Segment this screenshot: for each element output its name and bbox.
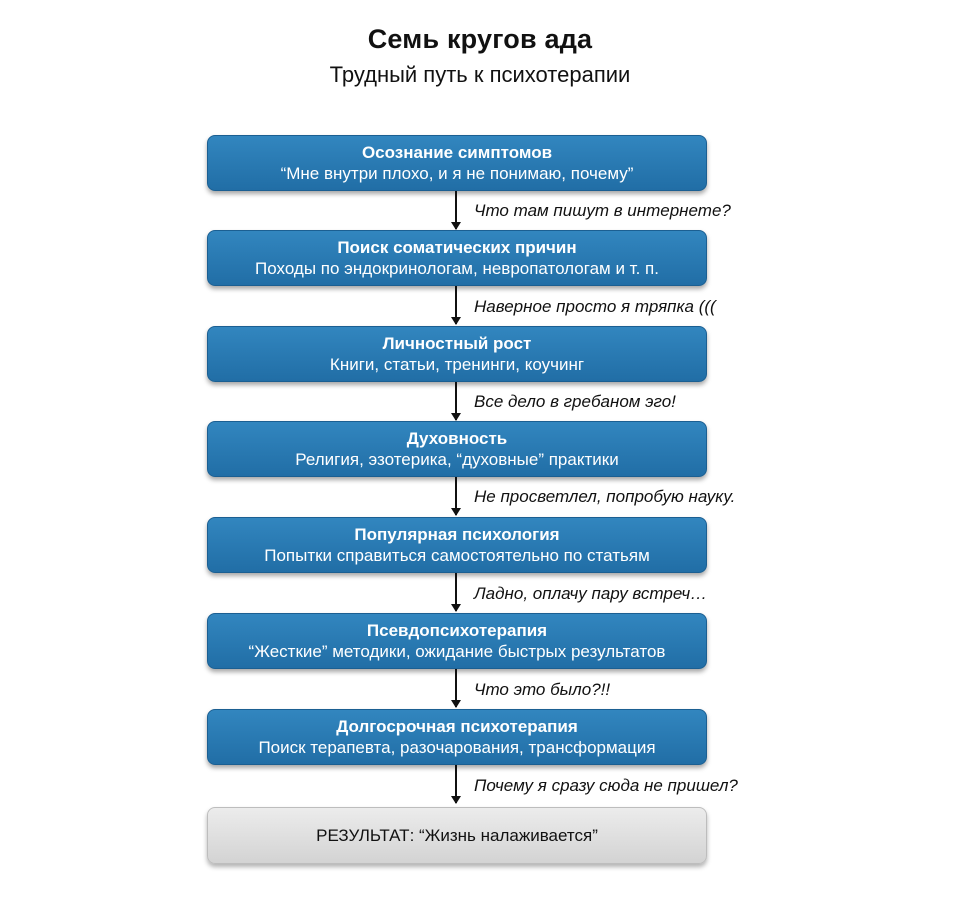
stage-box: Духовность Религия, эзотерика, “духовные… [207, 421, 707, 477]
stage-box: Долгосрочная психотерапия Поиск терапевт… [207, 709, 707, 765]
transition-note: Не просветлел, попробую науку. [474, 487, 736, 506]
stage-description: Походы по эндокринологам, невропатологам… [255, 258, 659, 278]
flow-arrow [451, 286, 461, 325]
transition-note: Все дело в гребаном эго! [474, 392, 676, 411]
transition-note: Что это было?!! [474, 680, 611, 699]
transition-note: Ладно, оплачу пару встреч… [474, 584, 708, 603]
stage-box: Популярная психология Попытки справиться… [207, 517, 707, 573]
stage-description: Книги, статьи, тренинги, коучинг [329, 354, 585, 374]
flow-arrow [451, 477, 461, 516]
stage-title: Духовность [406, 428, 508, 448]
page-title: Семь кругов ада [367, 24, 593, 54]
transition-note: Почему я сразу сюда не пришел? [474, 776, 738, 795]
stage-title: Псевдопсихотерапия [366, 620, 548, 640]
flow-arrow [451, 382, 461, 421]
flow-arrow [451, 191, 461, 230]
flow-arrow [451, 573, 461, 612]
transition-note: Что там пишут в интернете? [474, 201, 731, 220]
stage-box: Осознание симптомов “Мне внутри плохо, и… [207, 135, 707, 191]
stage-title: Популярная психология [354, 524, 560, 544]
flow-arrow [451, 765, 461, 804]
stage-title: Осознание симптомов [361, 142, 553, 162]
flow-arrow [451, 669, 461, 708]
page-subtitle: Трудный путь к психотерапии [329, 62, 631, 87]
stage-description: Религия, эзотерика, “духовные” практики [295, 449, 619, 469]
stage-box: Личностный рост Книги, статьи, тренинги,… [207, 326, 707, 382]
stage-description: “Мне внутри плохо, и я не понимаю, почем… [280, 163, 634, 183]
stage-description: Попытки справиться самостоятельно по ста… [264, 545, 650, 565]
stage-title: Личностный рост [382, 333, 532, 353]
stage-description: “Жесткие” методики, ожидание быстрых рез… [248, 641, 666, 661]
transition-note: Наверное просто я тряпка ((( [474, 297, 716, 316]
stage-title: Поиск соматических причин [337, 237, 577, 257]
stage-description: Поиск терапевта, разочарования, трансфор… [258, 737, 656, 757]
stage-title: Долгосрочная психотерапия [336, 716, 578, 736]
result-box: РЕЗУЛЬТАТ: “Жизнь налаживается” [207, 807, 707, 864]
stage-box: Поиск соматических причин Походы по эндо… [207, 230, 707, 286]
stage-box: Псевдопсихотерапия “Жесткие” методики, о… [207, 613, 707, 669]
